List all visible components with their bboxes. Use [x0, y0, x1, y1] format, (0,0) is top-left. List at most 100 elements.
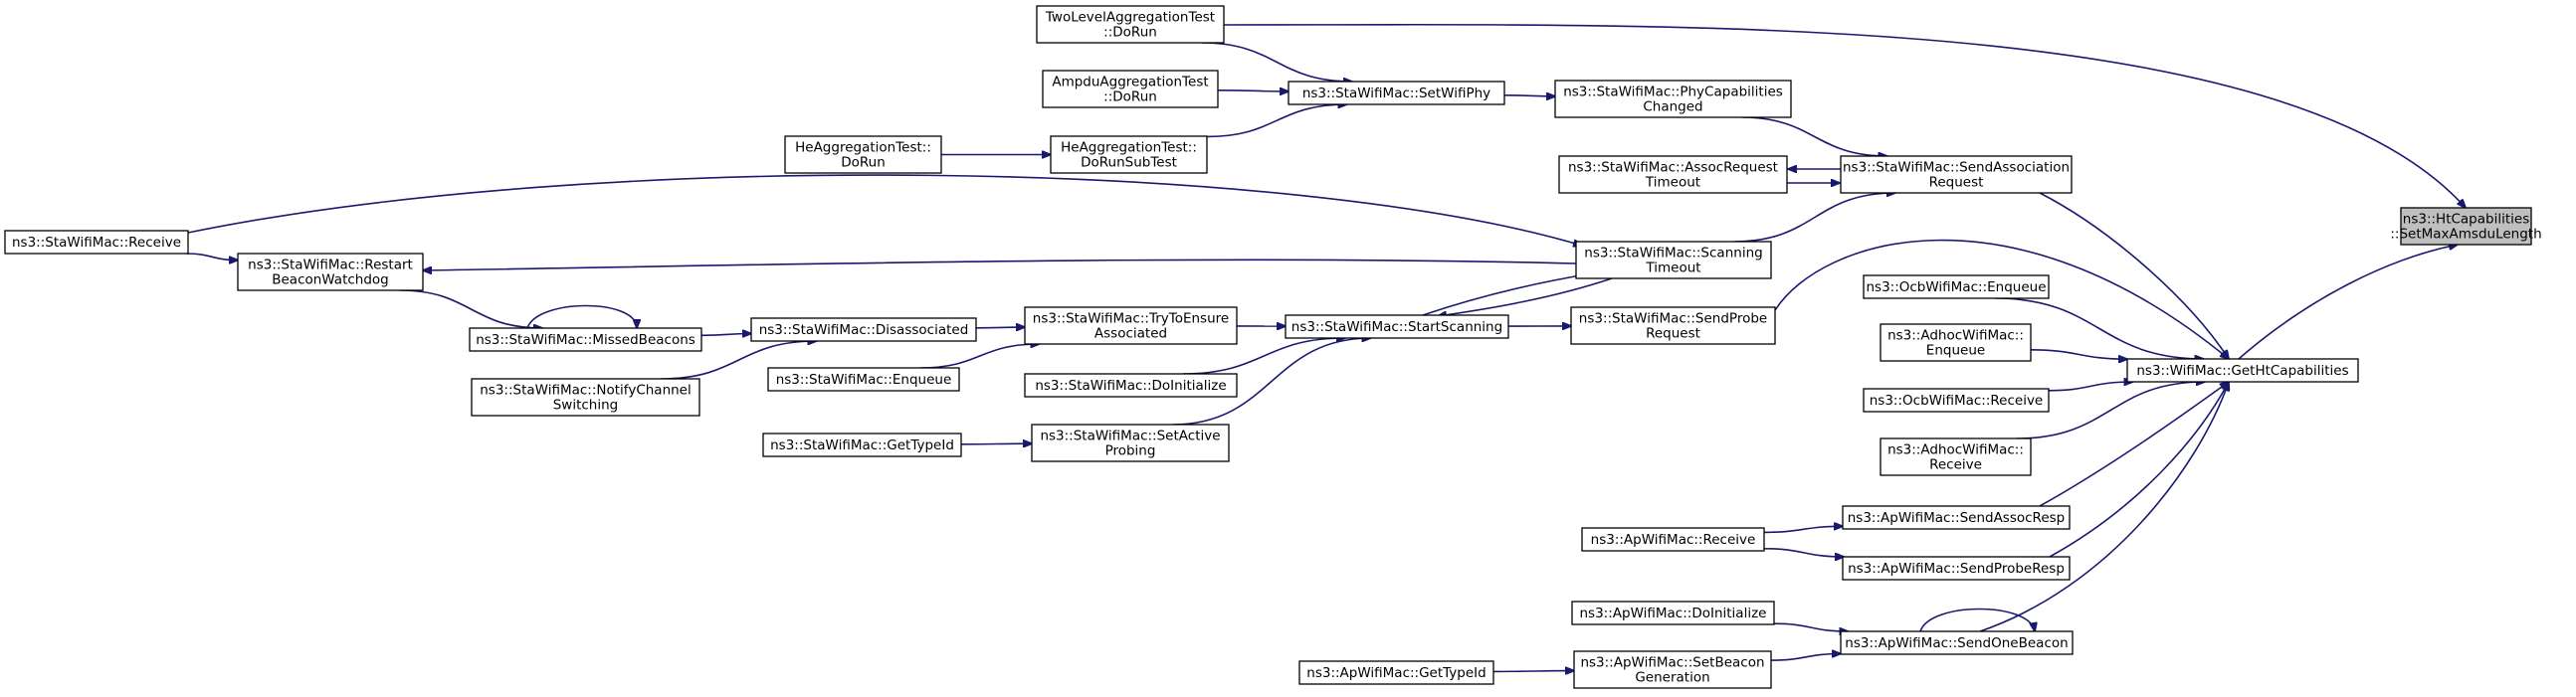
- node-box: [1840, 155, 2073, 194]
- node-label: ns3::ApWifiMac::DoInitialize: [1580, 606, 1767, 621]
- node-box: [1024, 373, 1238, 398]
- node-apReceive[interactable]: ns3::ApWifiMac::Receive: [1581, 527, 1765, 552]
- node-box: [237, 253, 424, 291]
- node-box: [1554, 80, 1792, 118]
- node-staDoInit[interactable]: ns3::StaWifiMac::DoInitialize: [1024, 373, 1238, 398]
- node-sendAssocResp[interactable]: ns3::ApWifiMac::SendAssocResp: [1842, 505, 2071, 530]
- edge-staEnqueue-to-tryEnsure: [920, 344, 1039, 369]
- node-getHt[interactable]: ns3::WifiMac::GetHtCapabilities: [2126, 358, 2359, 383]
- node-box: [1880, 323, 2032, 362]
- node-box: [1581, 527, 1765, 552]
- node-heSub[interactable]: HeAggregationTest::DoRunSubTest: [1050, 135, 1208, 174]
- edge-twoLevel-to-setWifiPhy: [1201, 42, 1352, 82]
- edge-apReceive-to-sendProbeResp: [1763, 548, 1844, 557]
- node-label: Request: [1929, 175, 1984, 191]
- node-startScan[interactable]: ns3::StaWifiMac::StartScanning: [1285, 314, 1509, 339]
- node-setWifiPhy[interactable]: ns3::StaWifiMac::SetWifiPhy: [1288, 81, 1505, 105]
- node-sendOneBeacon[interactable]: ns3::ApWifiMac::SendOneBeacon: [1840, 630, 2074, 655]
- node-label: Enqueue: [1926, 343, 1985, 359]
- node-ocbEnqueue[interactable]: ns3::OcbWifiMac::Enqueue: [1863, 274, 2050, 299]
- node-box: [750, 317, 977, 342]
- node-box: [1298, 660, 1494, 685]
- node-label: HeAggregationTest::: [1061, 140, 1197, 156]
- node-box: [762, 433, 962, 457]
- edge-sendProbe-to-getHt: [1774, 239, 2229, 359]
- node-heRun[interactable]: HeAggregationTest::DoRun: [784, 135, 942, 174]
- node-box: [784, 135, 942, 174]
- node-label: ns3::ApWifiMac::SendProbeResp: [1848, 561, 2065, 577]
- node-label: ns3::StaWifiMac::TryToEnsure: [1033, 311, 1229, 327]
- node-label: ns3::StaWifiMac::GetTypeId: [770, 437, 954, 453]
- node-label: ::DoRun: [1103, 89, 1157, 105]
- edge-sendProbeResp-to-getHt: [2049, 382, 2229, 558]
- node-label: ns3::StaWifiMac::AssocRequest: [1568, 160, 1778, 176]
- node-sendProbeResp[interactable]: ns3::ApWifiMac::SendProbeResp: [1842, 556, 2071, 581]
- node-label: DoRun: [841, 155, 886, 171]
- node-label: Probing: [1105, 443, 1156, 459]
- node-box: [4, 230, 189, 255]
- node-label: ns3::ApWifiMac::Receive: [1591, 532, 1756, 548]
- edge-staGetType-to-setActive: [960, 443, 1032, 444]
- node-label: ns3::StaWifiMac::Restart: [248, 258, 413, 273]
- node-adhocEnqueue[interactable]: ns3::AdhocWifiMac::Enqueue: [1880, 323, 2032, 362]
- node-label: ns3::HtCapabilities: [2403, 212, 2529, 228]
- node-label: ns3::StaWifiMac::SetActive: [1040, 429, 1220, 444]
- edge-adhocEnqueue-to-getHt: [2030, 349, 2127, 359]
- edge-staReceive-to-scanTimeout: [187, 174, 1582, 246]
- node-label: ns3::StaWifiMac::NotifyChannel: [480, 383, 692, 399]
- node-label: Generation: [1635, 670, 1709, 686]
- node-label: ns3::ApWifiMac::SendOneBeacon: [1845, 635, 2068, 651]
- edge-missed-to-missed: [526, 304, 637, 329]
- node-missed[interactable]: ns3::StaWifiMac::MissedBeacons: [469, 327, 702, 352]
- node-label: ns3::StaWifiMac::Enqueue: [776, 372, 952, 388]
- node-label: ns3::StaWifiMac::StartScanning: [1291, 319, 1502, 335]
- node-root[interactable]: ns3::HtCapabilities::SetMaxAmsduLength: [2390, 207, 2542, 246]
- node-label: Receive: [1929, 457, 1982, 473]
- edge-sendOneBeacon-to-getHt: [1979, 382, 2229, 632]
- node-twoLevel[interactable]: TwoLevelAggregationTest::DoRun: [1036, 5, 1225, 44]
- node-label: Associated: [1094, 326, 1167, 342]
- node-box: [1842, 505, 2071, 530]
- node-label: BeaconWatchdog: [272, 272, 389, 288]
- node-ampdu[interactable]: AmpduAggregationTest::DoRun: [1042, 70, 1219, 108]
- node-disassoc[interactable]: ns3::StaWifiMac::Disassociated: [750, 317, 977, 342]
- node-apGetType[interactable]: ns3::ApWifiMac::GetTypeId: [1298, 660, 1494, 685]
- edge-disassoc-to-tryEnsure: [975, 327, 1025, 328]
- node-box: [1842, 556, 2071, 581]
- node-ocbReceive[interactable]: ns3::OcbWifiMac::Receive: [1863, 388, 2050, 413]
- node-box: [1575, 241, 1772, 279]
- edge-ampdu-to-setWifiPhy: [1217, 90, 1288, 91]
- node-label: ns3::StaWifiMac::SendProbe: [1579, 311, 1767, 327]
- node-apDoInit[interactable]: ns3::ApWifiMac::DoInitialize: [1571, 601, 1775, 625]
- node-box: [1050, 135, 1208, 174]
- node-box: [1570, 306, 1776, 345]
- node-adhocReceive[interactable]: ns3::AdhocWifiMac::Receive: [1880, 437, 2032, 476]
- node-box: [1285, 314, 1509, 339]
- edge-adhocReceive-to-getHt: [2016, 382, 2205, 439]
- node-box: [1840, 630, 2074, 655]
- edge-notify-to-disassoc: [661, 341, 817, 380]
- node-staEnqueue[interactable]: ns3::StaWifiMac::Enqueue: [767, 367, 960, 392]
- edge-scanTimeout-to-sendAssoc: [1734, 193, 1895, 243]
- node-staReceive[interactable]: ns3::StaWifiMac::Receive: [4, 230, 189, 255]
- node-label: TwoLevelAggregationTest: [1045, 10, 1215, 26]
- node-label: Changed: [1643, 99, 1702, 115]
- node-label: Switching: [553, 398, 619, 414]
- node-label: Timeout: [1645, 261, 1700, 276]
- node-label: ns3::StaWifiMac::Disassociated: [759, 322, 969, 338]
- edge-apGetType-to-setBeacon: [1492, 671, 1574, 672]
- node-label: DoRunSubTest: [1081, 155, 1177, 171]
- edge-missed-to-disassoc: [700, 334, 751, 336]
- node-staGetType[interactable]: ns3::StaWifiMac::GetTypeId: [762, 433, 962, 457]
- node-label: ns3::StaWifiMac::PhyCapabilities: [1563, 85, 1783, 100]
